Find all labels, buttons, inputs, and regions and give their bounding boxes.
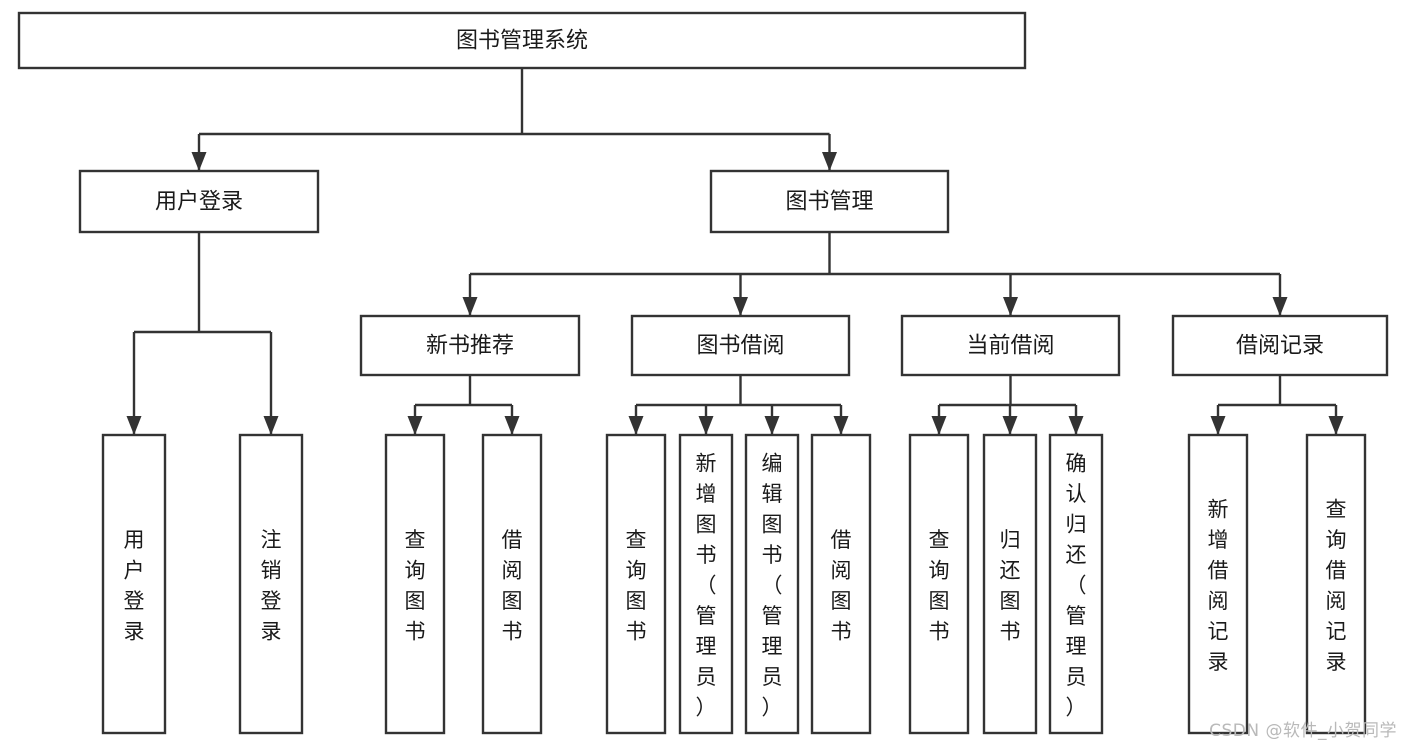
- arrow-head-icon: [931, 416, 947, 435]
- node-leaf-borrow-book-2[interactable]: 借阅图书: [810, 433, 872, 735]
- node-book-manage[interactable]: 图书管理: [709, 169, 950, 234]
- node-box[interactable]: [384, 433, 446, 735]
- node-box[interactable]: [101, 433, 167, 735]
- node-leaf-query-record[interactable]: 查询借阅记录: [1305, 433, 1367, 735]
- node-leaf-query-book-2[interactable]: 查询图书: [605, 433, 667, 735]
- node-label: 图书管理: [785, 190, 873, 215]
- arrow-head-icon: [504, 416, 520, 435]
- node-box[interactable]: [982, 433, 1038, 735]
- node-label: 当前借阅: [966, 334, 1054, 359]
- node-label: 编辑图书（管理员）: [762, 452, 783, 720]
- node-current-borrow[interactable]: 当前借阅: [900, 314, 1121, 377]
- node-label: 借阅记录: [1236, 334, 1324, 359]
- arrow-head-icon: [822, 152, 837, 171]
- node-leaf-query-book-3[interactable]: 查询图书: [908, 433, 970, 735]
- node-book-borrow[interactable]: 图书借阅: [630, 314, 851, 377]
- arrow-head-icon: [833, 416, 849, 435]
- node-user-login[interactable]: 用户登录: [78, 169, 320, 234]
- node-box[interactable]: [810, 433, 872, 735]
- node-leaf-borrow-book-1[interactable]: 借阅图书: [481, 433, 543, 735]
- arrow-head-icon: [191, 152, 207, 171]
- node-box[interactable]: [678, 433, 734, 735]
- node-leaf-return-book[interactable]: 归还图书: [982, 433, 1038, 735]
- node-box[interactable]: [709, 169, 950, 234]
- node-box[interactable]: [17, 11, 1027, 70]
- node-box[interactable]: [1048, 433, 1104, 735]
- node-label: 确认归还（管理员）: [1066, 452, 1087, 720]
- arrow-head-icon: [1328, 416, 1344, 435]
- node-box[interactable]: [238, 433, 304, 735]
- arrow-head-icon: [126, 416, 142, 435]
- node-label: 借阅图书: [831, 528, 852, 644]
- node-label: 新增借阅记录: [1208, 497, 1229, 674]
- node-label: 图书借阅: [696, 334, 784, 359]
- node-box[interactable]: [630, 314, 851, 377]
- node-label: 借阅图书: [502, 528, 523, 644]
- node-leaf-confirm-return[interactable]: 确认归还（管理员）: [1048, 433, 1104, 735]
- node-box[interactable]: [78, 169, 320, 234]
- node-box[interactable]: [1171, 314, 1389, 377]
- arrow-head-icon: [263, 416, 279, 435]
- node-borrow-record[interactable]: 借阅记录: [1171, 314, 1389, 377]
- node-box[interactable]: [908, 433, 970, 735]
- node-new-book-rec[interactable]: 新书推荐: [359, 314, 581, 377]
- node-box[interactable]: [1305, 433, 1367, 735]
- arrow-head-icon: [764, 416, 780, 435]
- node-label: 新增图书（管理员）: [696, 452, 717, 720]
- node-box[interactable]: [900, 314, 1121, 377]
- node-label: 查询借阅记录: [1326, 497, 1347, 674]
- arrow-head-icon: [698, 416, 714, 435]
- connectors-layer: [126, 68, 1344, 435]
- node-box[interactable]: [481, 433, 543, 735]
- node-label: 查询图书: [405, 528, 426, 644]
- arrow-head-icon: [407, 416, 423, 435]
- node-leaf-add-book[interactable]: 新增图书（管理员）: [678, 433, 734, 735]
- arrow-head-icon: [1003, 297, 1018, 316]
- node-label: 图书管理系统: [456, 29, 588, 54]
- node-root[interactable]: 图书管理系统: [17, 11, 1027, 70]
- node-label: 注销登录: [261, 528, 282, 644]
- node-leaf-edit-book[interactable]: 编辑图书（管理员）: [744, 433, 800, 735]
- node-box[interactable]: [1187, 433, 1249, 735]
- node-box[interactable]: [744, 433, 800, 735]
- arrow-head-icon: [733, 297, 748, 316]
- node-leaf-query-book-1[interactable]: 查询图书: [384, 433, 446, 735]
- arrow-head-icon: [628, 416, 644, 435]
- arrow-head-icon: [1210, 416, 1226, 435]
- node-label: 用户登录: [124, 528, 145, 644]
- node-label: 新书推荐: [426, 334, 514, 359]
- nodes-layer: 图书管理系统用户登录图书管理新书推荐图书借阅当前借阅借阅记录用户登录注销登录查询…: [17, 11, 1389, 735]
- arrow-head-icon: [1272, 297, 1288, 316]
- node-box[interactable]: [605, 433, 667, 735]
- node-label: 查询图书: [929, 528, 950, 644]
- node-leaf-user-logout[interactable]: 注销登录: [238, 433, 304, 735]
- arrow-head-icon: [462, 297, 478, 316]
- node-label: 用户登录: [155, 190, 243, 215]
- node-leaf-add-record[interactable]: 新增借阅记录: [1187, 433, 1249, 735]
- node-label: 查询图书: [626, 528, 647, 644]
- arrow-head-icon: [1002, 416, 1018, 435]
- arrow-head-icon: [1068, 416, 1084, 435]
- node-label: 归还图书: [1000, 528, 1021, 644]
- node-box[interactable]: [359, 314, 581, 377]
- node-leaf-user-login[interactable]: 用户登录: [101, 433, 167, 735]
